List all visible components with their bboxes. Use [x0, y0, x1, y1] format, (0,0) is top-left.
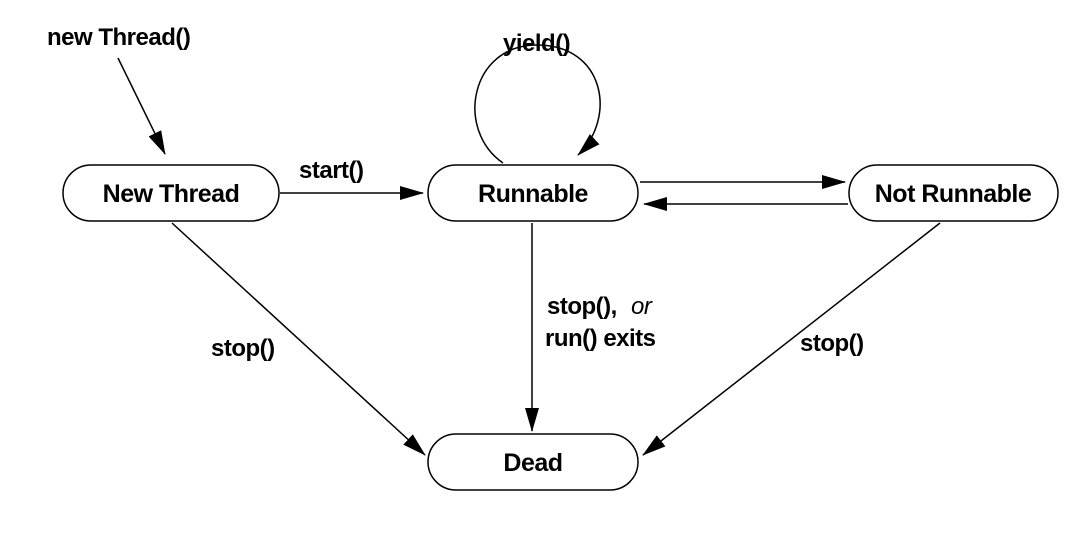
edge-new-thread-to-dead — [171, 222, 426, 456]
label-yield: yield() — [503, 30, 570, 57]
edge-not-runnable-to-dead — [642, 222, 941, 456]
state-new-thread-label: New Thread — [103, 180, 240, 208]
state-dead: Dead — [427, 433, 639, 491]
label-runnable-or: or — [631, 293, 653, 320]
state-runnable: Runnable — [427, 164, 639, 222]
state-not-runnable-label: Not Runnable — [875, 180, 1032, 208]
label-runnable-stop: stop(), — [547, 293, 617, 320]
label-not-runnable-stop: stop() — [800, 330, 864, 357]
edge-yield-loop — [474, 44, 601, 164]
label-runnable-exit: run() exits — [545, 325, 656, 352]
label-runnable-stop-or-exit: stop(), or — [547, 293, 653, 320]
state-new-thread: New Thread — [62, 164, 280, 222]
state-not-runnable: Not Runnable — [848, 164, 1059, 222]
edge-new-thread-entry — [117, 57, 166, 155]
state-runnable-label: Runnable — [478, 180, 588, 208]
label-new-thread-call: new Thread() — [47, 24, 190, 51]
label-start: start() — [299, 157, 364, 184]
state-dead-label: Dead — [503, 449, 562, 477]
label-new-thread-stop: stop() — [211, 335, 275, 362]
